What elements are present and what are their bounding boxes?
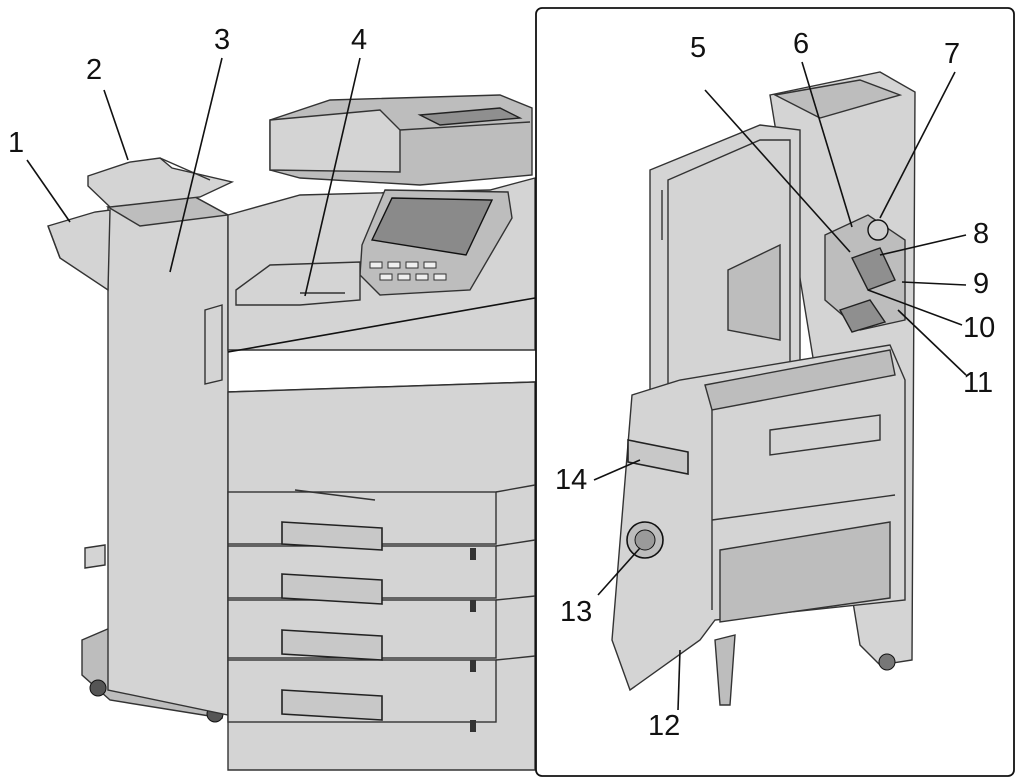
callout-9: 9 [973, 268, 990, 300]
leader-line-8 [879, 234, 967, 256]
leader-line-3 [169, 57, 223, 273]
callout-12: 12 [648, 710, 681, 742]
callout-1: 1 [8, 127, 25, 159]
finisher-interior-illustration [611, 71, 916, 706]
output-tray-2 [87, 157, 235, 208]
leader-line-5 [704, 89, 851, 253]
finisher-body [107, 196, 229, 716]
paper-tray-3 [227, 599, 497, 659]
opened-front-door [649, 124, 801, 421]
staple-knob [867, 219, 889, 241]
transport-handle [627, 439, 689, 475]
leader-line-11 [897, 309, 967, 376]
callout-4: 4 [351, 24, 368, 56]
leader-line-14 [593, 459, 641, 481]
caster-wheel [89, 679, 107, 697]
callout-2: 2 [86, 54, 103, 86]
mfp-with-finisher-illustration [47, 94, 536, 771]
leader-line-13 [597, 547, 641, 596]
leader-line-12 [677, 649, 681, 711]
touch-panel-screen [370, 197, 494, 256]
callout-3: 3 [214, 24, 231, 56]
leader-line-1 [26, 159, 71, 223]
exit-tray [235, 261, 361, 306]
leader-line-9 [901, 281, 967, 286]
callout-14: 14 [555, 464, 588, 496]
callout-leaders [26, 57, 967, 711]
leader-line-2 [103, 89, 129, 161]
callout-6: 6 [793, 28, 810, 60]
leader-line-6 [801, 61, 853, 228]
callout-13: 13 [560, 596, 593, 628]
callout-11: 11 [963, 367, 994, 399]
callout-5: 5 [690, 32, 707, 64]
callout-8: 8 [973, 218, 990, 250]
leader-line-7 [879, 71, 956, 219]
callout-7: 7 [944, 38, 961, 70]
leader-line-4 [304, 57, 361, 297]
callout-10: 10 [963, 312, 996, 344]
leader-line-10 [867, 289, 963, 326]
